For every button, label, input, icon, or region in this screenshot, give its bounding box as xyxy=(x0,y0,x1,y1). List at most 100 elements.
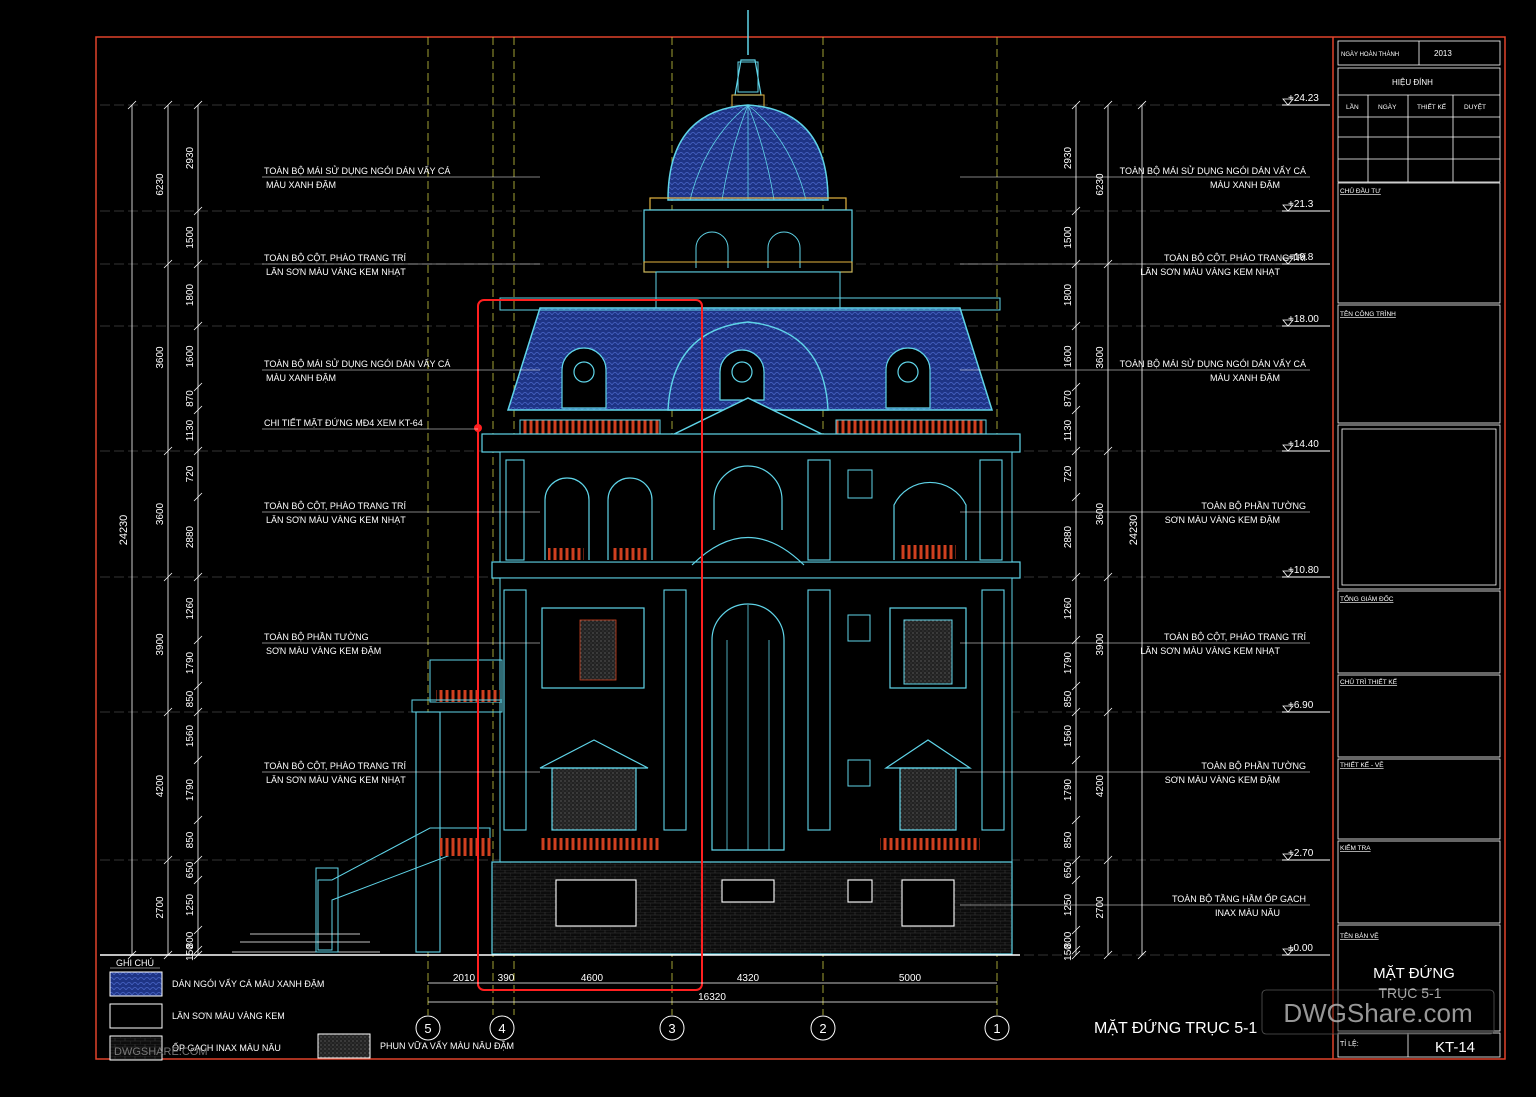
dimension-label: 1260 xyxy=(1063,597,1074,620)
dimension-label: 4200 xyxy=(155,774,166,797)
left-material-note: CHI TIẾT MẶT ĐỨNG MĐ4 XEM KT-64 xyxy=(262,418,478,430)
legend-swatch-roof-tile xyxy=(109,971,163,997)
dimension-label: 1800 xyxy=(185,283,196,306)
note-line1: TOÀN BỘ PHẦN TƯỜNG xyxy=(1201,761,1306,771)
dimension-label: 1790 xyxy=(1063,778,1074,801)
note-line1: TOÀN BỘ CỘT, PHÀO TRANG TRÍ xyxy=(264,253,407,263)
dim-bottom-1: 2010 xyxy=(453,973,476,984)
axis-bubble-5[interactable]: 5 xyxy=(415,1015,441,1041)
svg-text:2: 2 xyxy=(819,1021,826,1036)
dimension-label: 650 xyxy=(185,861,196,878)
watermark-text: DWGShare.com xyxy=(1283,998,1472,1028)
dimension-label: 1600 xyxy=(185,345,196,368)
right-material-note: TOÀN BỘ CỘT, PHÀO TRANG TRÍ LĂN SƠN MÀU V… xyxy=(960,253,1310,277)
drawing-name-line2: TRỤC 5-1 xyxy=(1378,985,1441,1001)
note-line1: TOÀN BỘ TẦNG HẦM ỐP GẠCH xyxy=(1172,893,1306,904)
note-line1: TOÀN BỘ CỘT, PHÀO TRANG TRÍ xyxy=(1164,253,1307,263)
elevation-label: ±0.00 xyxy=(1288,943,1313,954)
dimension-label: 3900 xyxy=(155,633,166,656)
note-line2: MÀU XANH ĐẬM xyxy=(1210,373,1280,383)
investor-label: CHỦ ĐẦU TƯ xyxy=(1340,185,1381,195)
elevation-marker: +2.70 xyxy=(1282,848,1330,861)
building-elevation xyxy=(100,10,1021,956)
axis-bubble-3[interactable]: 3 xyxy=(659,1015,685,1041)
watermark: DWGShare.com xyxy=(1261,989,1495,1035)
svg-text:4: 4 xyxy=(498,1021,505,1036)
dim-chain-left-total: 24230 xyxy=(118,100,137,960)
watermark-small: DWGSHARE.COM xyxy=(114,1046,208,1058)
axis-bubble-4[interactable]: 4 xyxy=(489,1015,515,1041)
detail-highlight-box[interactable] xyxy=(477,299,703,991)
elevation-marker: ±0.00 xyxy=(1282,943,1330,956)
dim-chain-right-inner: 2930150018001600870113072028801260179085… xyxy=(1063,100,1081,961)
project-label: TÊN CÔNG TRÌNH xyxy=(1340,309,1396,318)
dimension-label: 3600 xyxy=(155,346,166,369)
dimension-label: 870 xyxy=(185,390,196,407)
dimension-label: 1600 xyxy=(1063,345,1074,368)
dimension-label: 720 xyxy=(185,465,196,482)
dimension-label: 1560 xyxy=(1063,724,1074,747)
dimension-label: 1250 xyxy=(185,893,196,916)
note-line2: SƠN MÀU VÀNG KEM ĐẬM xyxy=(1165,515,1280,525)
dimension-label: 850 xyxy=(1063,831,1074,848)
dimension-label: 2700 xyxy=(155,896,166,919)
note-line1: TOÀN BỘ CỘT, PHÀO TRANG TRÍ xyxy=(264,501,407,511)
dimension-label: 150 xyxy=(1063,944,1074,961)
dimension-label: 1790 xyxy=(185,651,196,674)
note-line2: LĂN SƠN MÀU VÀNG KEM NHẠT xyxy=(1140,267,1280,277)
drawing-name-label: TÊN BẢN VẼ xyxy=(1340,931,1379,940)
scale-label: TỈ LỆ: xyxy=(1340,1039,1359,1048)
legend-swatch-stucco xyxy=(317,1033,371,1059)
vertical-dimension-chains: 2930150018001600870113072028801260179085… xyxy=(118,100,1147,961)
elevation-label: +24.23 xyxy=(1288,93,1319,104)
dimension-label: 3600 xyxy=(155,502,166,525)
drawing-title: MẶT ĐỨNG TRỤC 5-1 xyxy=(1094,1018,1257,1037)
left-material-note: TOÀN BỘ CỘT, PHÀO TRANG TRÍ LĂN SƠN MÀU V… xyxy=(262,253,540,277)
bottom-dimension-labels: 2010 390 4600 4320 5000 16320 xyxy=(453,973,922,1003)
dimension-label: 3600 xyxy=(1095,346,1106,369)
elevation-label: +21.3 xyxy=(1288,199,1314,210)
dim-bottom-3: 4600 xyxy=(581,973,604,984)
legend-item-1: DÁN NGÓI VẨY CÁ MÀU XANH ĐẬM xyxy=(172,978,324,989)
right-material-note: TOÀN BỘ TẦNG HẦM ỐP GẠCH INAX MÀU NÂU xyxy=(960,893,1310,918)
elevation-label: +2.70 xyxy=(1288,848,1314,859)
revision-col-times: LẦN xyxy=(1346,101,1359,111)
dimension-label: 24230 xyxy=(1128,515,1140,546)
completion-date-label: NGÀY HOÀN THÀNH xyxy=(1341,51,1399,58)
axis-bubbles: 5 4 3 2 1 xyxy=(415,1015,1010,1041)
director-label: TỔNG GIÁM ĐỐC xyxy=(1340,593,1394,603)
revision-col-approved: DUYỆT xyxy=(1464,102,1486,111)
axis-bubble-1[interactable]: 1 xyxy=(984,1015,1010,1041)
note-line2: INAX MÀU NÂU xyxy=(1215,908,1280,918)
note-line1: TOÀN BỘ CỘT, PHÀO TRANG TRÍ xyxy=(264,761,407,771)
dim-chain-left-inner: 2930150018001600870113072028801260179085… xyxy=(185,100,203,961)
drawing-name-line1: MẶT ĐỨNG xyxy=(1373,965,1455,982)
legend-item-4: PHUN VỮA VẨY MÀU NÂU ĐẬM xyxy=(380,1040,514,1051)
legend-swatch-paint xyxy=(109,1003,163,1029)
note-line2: LĂN SƠN MÀU VÀNG KEM NHẠT xyxy=(266,267,406,277)
axis-bubble-2[interactable]: 2 xyxy=(810,1015,836,1041)
note-line2: LĂN SƠN MÀU VÀNG KEM NHẠT xyxy=(266,775,406,785)
dimension-label: 850 xyxy=(1063,690,1074,707)
designer-label: THIẾT KẾ - VẼ xyxy=(1340,759,1384,769)
note-line2: SƠN MÀU VÀNG KEM ĐẬM xyxy=(266,646,381,656)
dimension-label: 870 xyxy=(1063,390,1074,407)
dim-bottom-2: 390 xyxy=(498,973,515,984)
legend-title: GHI CHÚ xyxy=(116,958,154,968)
revision-col-designer: THIẾT KẾ xyxy=(1417,101,1447,111)
note-line2: MÀU XANH ĐẬM xyxy=(1210,180,1280,190)
dimension-label: 6230 xyxy=(1095,173,1106,196)
dimension-label: 1130 xyxy=(1063,419,1074,441)
elevation-marker: +18.00 xyxy=(1282,314,1330,327)
legend-item-3: ỐP GẠCH INAX MÀU NÂU xyxy=(172,1042,281,1053)
dimension-label: 1260 xyxy=(185,597,196,620)
